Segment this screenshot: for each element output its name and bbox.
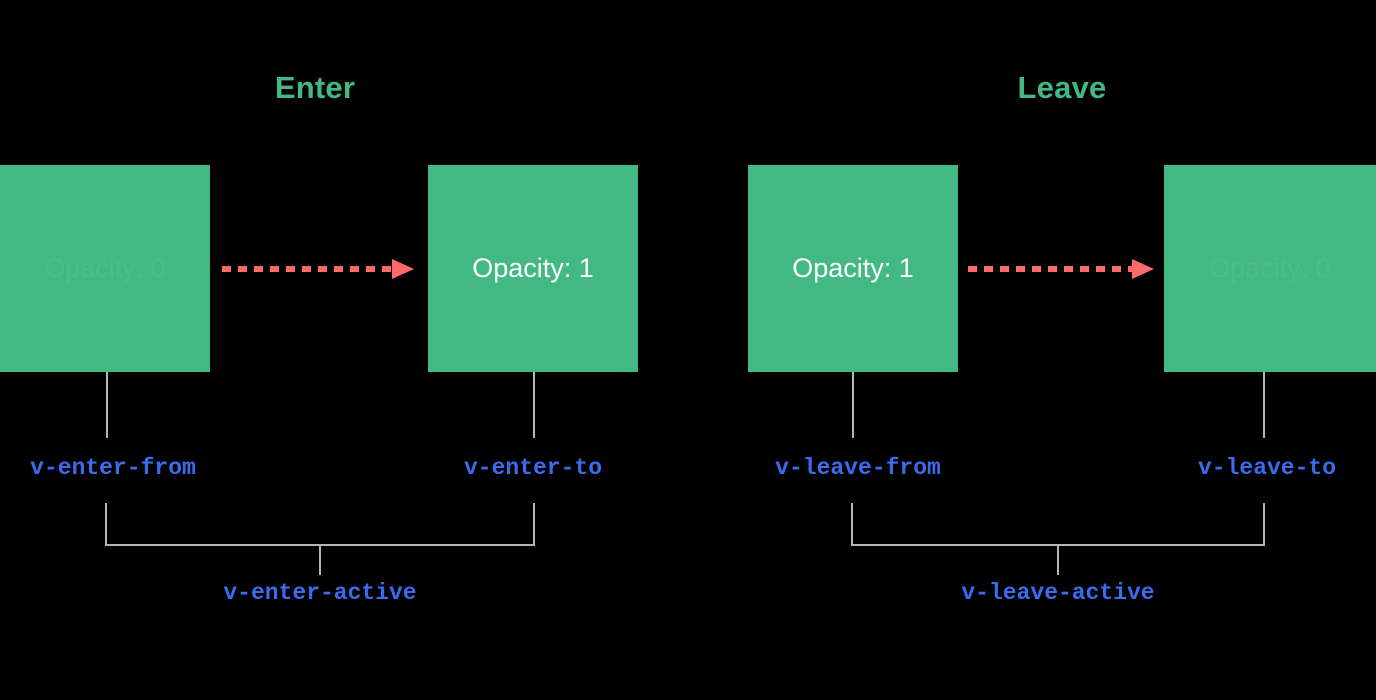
- connector-stem-leave-to: [1263, 372, 1265, 438]
- bracket-stem-leave: [1057, 544, 1059, 575]
- state-box-enter-from-text: Opacity: 0: [44, 253, 166, 283]
- state-box-leave-from-text: Opacity: 1: [792, 253, 914, 283]
- section-title-enter: Enter: [274, 70, 356, 105]
- dashed-line-icon: [968, 266, 1132, 272]
- state-box-leave-to-text: Opacity: 0: [1209, 253, 1331, 283]
- class-label-v-leave-from: v-leave-from: [775, 455, 941, 481]
- state-box-leave-from: Opacity: 1: [748, 165, 958, 372]
- dashed-line-icon: [222, 266, 392, 272]
- transition-arrow-leave: [968, 259, 1154, 279]
- connector-stem-enter-to: [533, 372, 535, 438]
- state-box-enter-to: Opacity: 1: [428, 165, 638, 372]
- arrow-head-icon: [1132, 259, 1154, 279]
- state-box-enter-to-text: Opacity: 1: [472, 253, 594, 283]
- bracket-stem-enter: [319, 544, 321, 575]
- class-label-v-enter-to: v-enter-to: [463, 455, 603, 481]
- section-title-leave: Leave: [1017, 70, 1107, 105]
- arrow-head-icon: [392, 259, 414, 279]
- grouping-bracket-enter: [105, 503, 535, 546]
- connector-stem-leave-from: [852, 372, 854, 438]
- state-box-leave-to: Opacity: 0: [1164, 165, 1376, 372]
- class-label-v-leave-active: v-leave-active: [961, 580, 1155, 606]
- class-label-v-enter-from: v-enter-from: [30, 455, 196, 481]
- connector-stem-enter-from: [106, 372, 108, 438]
- class-label-v-leave-to: v-leave-to: [1197, 455, 1337, 481]
- state-box-enter-from: Opacity: 0: [0, 165, 210, 372]
- transition-arrow-enter: [222, 259, 414, 279]
- class-label-v-enter-active: v-enter-active: [223, 580, 417, 606]
- grouping-bracket-leave: [851, 503, 1265, 546]
